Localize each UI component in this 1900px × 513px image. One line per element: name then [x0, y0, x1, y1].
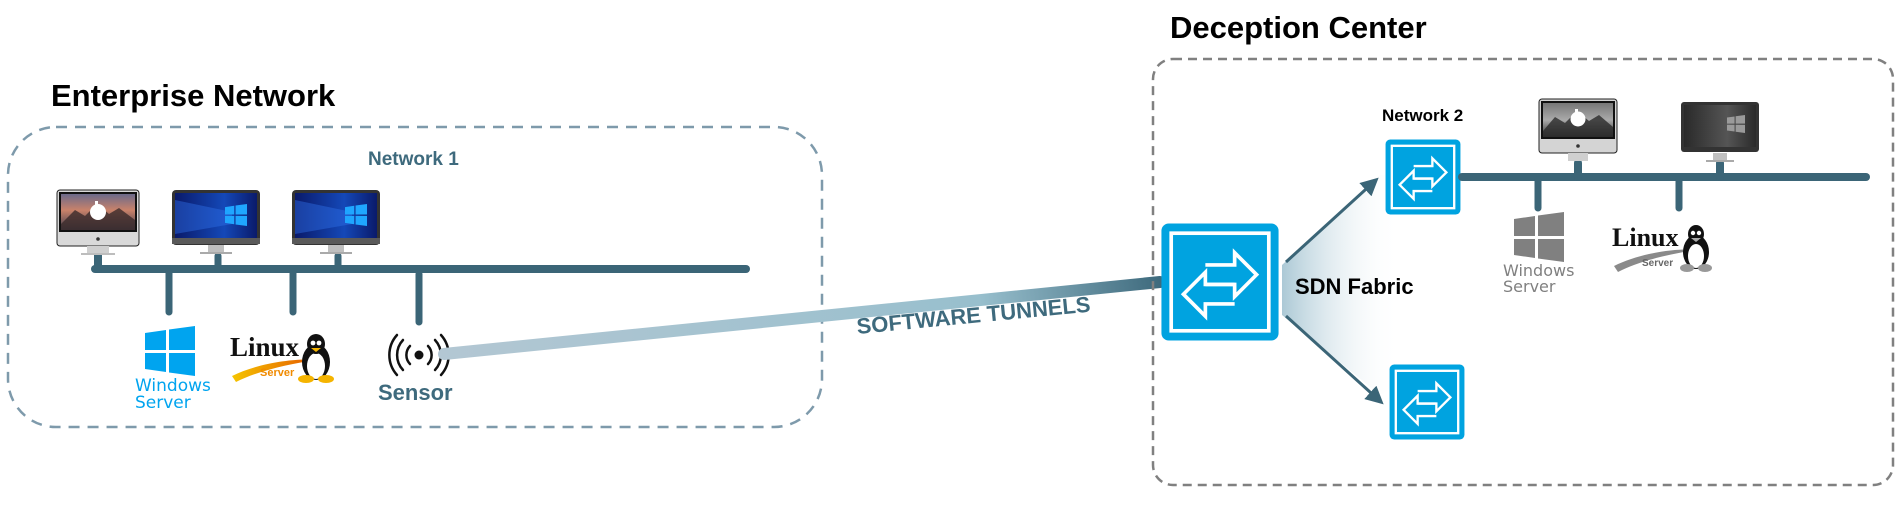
windows-server-label-line1: Windows [135, 376, 211, 396]
windows-desktop-icon[interactable] [292, 190, 380, 254]
software-tunnel-link [438, 276, 1166, 360]
decoy-windows-server-label: Windows Server [1503, 263, 1574, 295]
windows-server-logo-icon [145, 326, 195, 376]
network-1-bus [91, 250, 750, 326]
decoy-windows-server-label-line2: Server [1503, 277, 1556, 296]
network-2-switch-icon[interactable] [1384, 138, 1462, 216]
sdn-fabric-label: SDN Fabric [1295, 274, 1414, 299]
network-2-bus [1458, 159, 1870, 212]
fabric-link-upper [1284, 177, 1379, 264]
main-sdn-switch-icon[interactable] [1161, 223, 1278, 340]
secondary-switch-icon[interactable] [1388, 363, 1466, 441]
windows-desktop-icon[interactable] [172, 190, 260, 254]
svg-text:Server: Server [260, 367, 295, 379]
svg-text:Linux: Linux [1612, 223, 1679, 252]
network-1-label: Network 1 [368, 149, 459, 170]
network-2-label: Network 2 [1382, 106, 1464, 125]
deception-center-boundary [1151, 57, 1895, 487]
svg-text:Server: Server [1642, 258, 1673, 269]
decoy-windows-desktop-icon[interactable] [1681, 102, 1759, 162]
decoy-mac-desktop-icon[interactable] [1538, 98, 1618, 161]
enterprise-network-boundary [6, 125, 824, 429]
enterprise-network-title: Enterprise Network [51, 78, 336, 113]
deception-center-title: Deception Center [1170, 10, 1427, 45]
linux-server-logo-icon: Linux Server [230, 332, 334, 383]
decoy-windows-server-label-line1: Windows [1503, 261, 1575, 280]
windows-server-label: Windows Server [135, 378, 211, 412]
svg-text:Linux: Linux [230, 332, 300, 362]
decoy-linux-server-logo-icon: Linux Server [1612, 223, 1712, 272]
fabric-link-lower [1284, 314, 1384, 405]
decoy-windows-server-logo-icon [1514, 212, 1564, 262]
mac-desktop-icon[interactable] [56, 189, 140, 255]
windows-server-label-line2: Server [135, 393, 191, 413]
sdn-fabric-area [1282, 175, 1420, 395]
sensor-label: Sensor [378, 380, 453, 405]
